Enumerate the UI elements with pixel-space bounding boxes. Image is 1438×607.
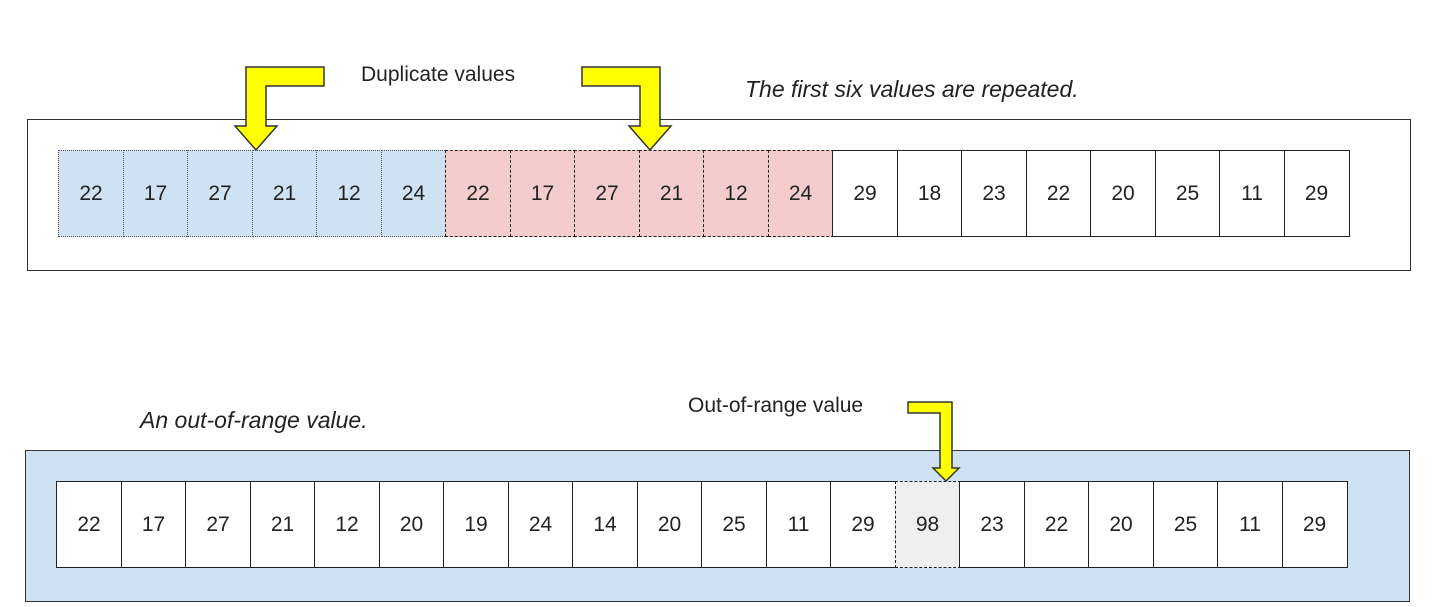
- top-cell: 18: [896, 150, 963, 237]
- bottom-cell: 14: [572, 481, 638, 568]
- out-of-range-cell: 98: [894, 481, 961, 568]
- bottom-cell: 17: [120, 481, 187, 568]
- bottom-cell: 29: [830, 481, 896, 568]
- top-cell: 22: [445, 150, 511, 237]
- bottom-cell: 11: [1217, 481, 1283, 568]
- top-cell: 21: [251, 150, 318, 237]
- bottom-cell: 27: [185, 481, 251, 568]
- bottom-cell: 20: [1088, 481, 1154, 568]
- bottom-cell: 24: [507, 481, 574, 568]
- top-cell: 21: [638, 150, 705, 237]
- duplicate-values-caption: The first six values are repeated.: [745, 76, 1079, 102]
- bottom-cell: 20: [636, 481, 703, 568]
- duplicate-values-annotation: Duplicate values: [361, 63, 516, 86]
- top-cell: 22: [1025, 150, 1092, 237]
- top-cell: 22: [58, 150, 124, 237]
- top-cell: 12: [316, 150, 382, 237]
- bottom-cell: 22: [56, 481, 122, 568]
- bottom-cell: 11: [765, 481, 832, 568]
- out-of-range-annotation: Out-of-range value: [688, 394, 864, 417]
- top-cell: 29: [832, 150, 898, 237]
- bottom-cell: 23: [959, 481, 1025, 568]
- top-cell: 29: [1283, 150, 1350, 237]
- bottom-cell: 12: [314, 481, 380, 568]
- top-cell: 12: [703, 150, 769, 237]
- top-cell: 17: [509, 150, 576, 237]
- bottom-cell: 25: [1152, 481, 1219, 568]
- bottom-cell: 22: [1023, 481, 1090, 568]
- bottom-cell: 19: [443, 481, 509, 568]
- top-cell: 23: [961, 150, 1027, 237]
- top-cell: 24: [380, 150, 447, 237]
- top-cell: 27: [187, 150, 253, 237]
- out-of-range-caption: An out-of-range value.: [140, 407, 368, 433]
- bottom-cell: 25: [701, 481, 767, 568]
- top-cell: 25: [1154, 150, 1221, 237]
- top-cell: 20: [1090, 150, 1156, 237]
- top-cell: 11: [1219, 150, 1285, 237]
- top-cell: 24: [767, 150, 834, 237]
- bottom-cell: 29: [1281, 481, 1348, 568]
- bottom-cell: 21: [249, 481, 316, 568]
- top-cell: 17: [122, 150, 189, 237]
- top-cell: 27: [574, 150, 640, 237]
- bottom-cell: 20: [378, 481, 445, 568]
